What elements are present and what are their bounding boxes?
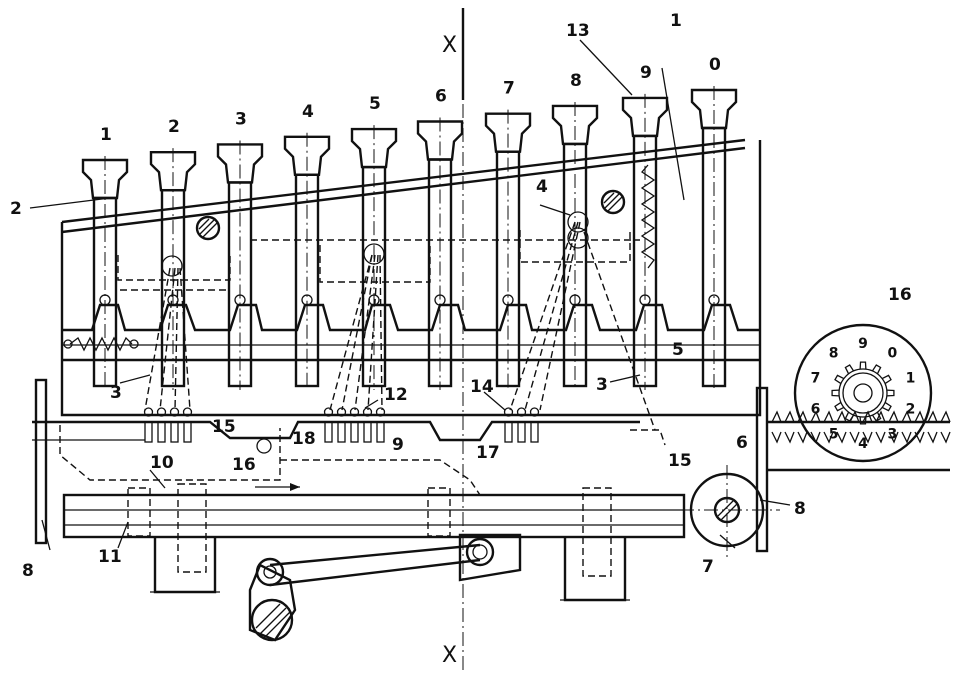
dial-digit: 2 [906,401,916,417]
roller [680,465,780,560]
key-label-k3: 3 [235,109,247,129]
key-label-k0: 0 [709,55,721,75]
dial-digit: 9 [858,336,868,352]
callout-13: 13 [566,21,590,41]
callout-6: 6 [736,433,748,453]
comb-bar [32,407,640,443]
key-label-k6: 6 [435,86,447,106]
section-mark-top: X [442,33,457,58]
slide-bar [59,425,666,496]
key-k3[interactable]: 3 [216,109,264,390]
key-label-k5: 5 [369,94,381,114]
callout-2: 2 [10,199,22,219]
callout-7: 7 [702,557,714,577]
callout-1: 1 [670,11,682,31]
dial-digit: 3 [888,426,898,442]
callout-15b: 15 [668,451,692,471]
key-k2[interactable]: 2 [149,117,197,390]
key-k0[interactable]: 0 [690,55,738,390]
callout-3b: 3 [596,375,608,395]
key-label-k8: 8 [570,71,582,91]
leader-lines [29,39,791,551]
callout-8a: 8 [22,561,34,581]
return-spring-left [63,336,139,352]
section-mark-bottom: X [442,643,457,668]
callout-17: 17 [476,443,500,463]
callout-10: 10 [150,453,174,473]
keys-group: 1 2 3 4 5 6 7 8 9 0 [81,55,738,390]
return-spring-right [640,164,656,269]
dial-digit: 0 [888,346,898,362]
key-label-k7: 7 [503,79,515,99]
callout-11: 11 [98,547,122,567]
dial-digit: 1 [906,371,916,387]
callout-16b: 16 [888,285,912,305]
callout-3a: 3 [110,383,122,403]
key-k4[interactable]: 4 [283,102,331,390]
callout-4: 4 [536,177,548,197]
callout-14: 14 [470,377,494,397]
key-k8[interactable]: 8 [551,71,599,390]
callout-8b: 8 [794,499,806,519]
key-k7[interactable]: 7 [484,79,532,390]
callout-labels: 1 2 3 3 4 5 6 7 8 8 9 10 11 12 13 14 15 … [10,11,912,581]
callout-15a: 15 [212,417,236,437]
key-label-k9: 9 [640,63,652,83]
dial-digit: 8 [829,346,839,362]
dial-digit: 6 [811,401,821,417]
key-label-k2: 2 [168,117,180,137]
crank-linkage [248,533,522,642]
callout-5: 5 [672,340,684,360]
lever-links [117,211,656,431]
key-k9[interactable]: 9 [621,63,669,390]
dial-digit: 7 [811,371,821,387]
section-line-x: X X [442,8,465,670]
key-label-k4: 4 [302,102,314,122]
dial-digit: 5 [829,426,839,442]
callout-9: 9 [392,435,404,455]
rack [767,410,951,472]
callout-18: 18 [292,429,316,449]
shafts [195,189,626,241]
counter-dial: 9 01 23 4 56 78 [793,323,933,463]
bottom-bar [62,483,686,602]
housing-frame [60,138,762,417]
key-label-k1: 1 [100,125,112,145]
callout-12: 12 [384,385,408,405]
dial-digit: 4 [858,436,868,452]
callout-16a: 16 [232,455,256,475]
